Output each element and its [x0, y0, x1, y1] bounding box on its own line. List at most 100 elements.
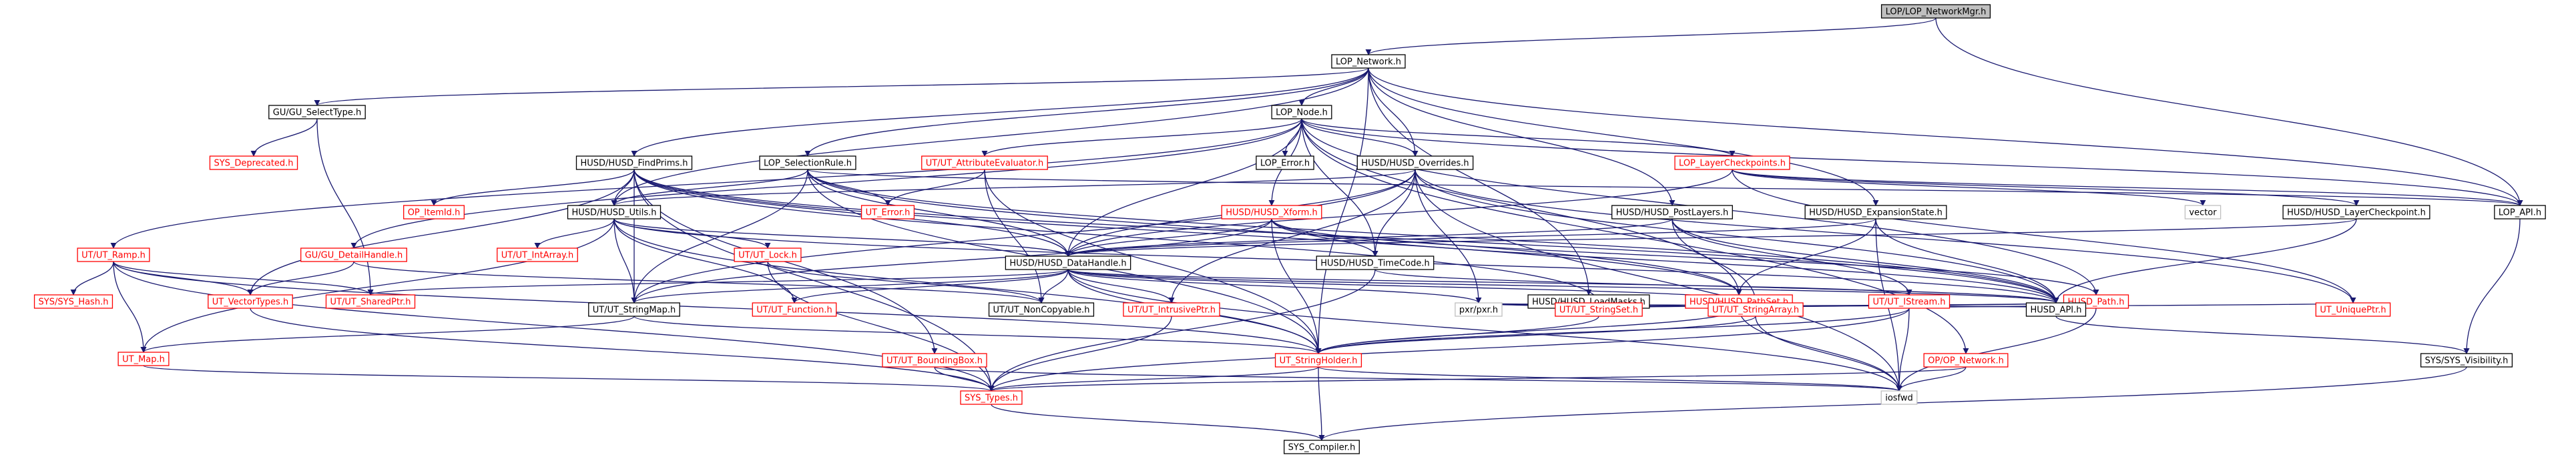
node-label: LOP_Error.h: [1260, 159, 1310, 169]
node-network[interactable]: LOP_Network.h: [1331, 54, 1406, 69]
node-label: UT/UT_StringMap.h: [593, 306, 676, 316]
node-label: UT_Map.h: [122, 355, 165, 365]
edge: [807, 169, 2523, 206]
node-layercheckpoints[interactable]: LOP_LayerCheckpoints.h: [1674, 155, 1790, 170]
node-stringholder[interactable]: UT_StringHolder.h: [1274, 353, 1362, 368]
node-label: pxr/pxr.h: [1459, 306, 1498, 316]
node-syshash[interactable]: SYS/SYS_Hash.h: [33, 294, 113, 309]
node-stringset[interactable]: UT/UT_StringSet.h: [1555, 302, 1643, 317]
edge-opnetwork-to-systypes: [989, 366, 1967, 392]
node-sharedptr[interactable]: UT/UT_SharedPtr.h: [325, 294, 416, 309]
edge: [633, 316, 1322, 354]
node-findprims[interactable]: HUSD/HUSD_FindPrims.h: [575, 155, 693, 170]
node-sysvis[interactable]: SYS/SYS_Visibility.h: [2420, 353, 2513, 368]
node-uniqueptr[interactable]: UT_UniquePtr.h: [2315, 302, 2391, 317]
node-noncopyable[interactable]: UT/UT_NonCopyable.h: [988, 302, 1095, 317]
node-box: [1880, 390, 1918, 405]
edge: [611, 169, 1416, 206]
node-stringmap[interactable]: UT/UT_StringMap.h: [588, 302, 680, 317]
edge-network-to-selectionrule: [804, 67, 1369, 157]
node-expansion[interactable]: HUSD/HUSD_ExpansionState.h: [1804, 205, 1947, 219]
node-lock[interactable]: UT/UT_Lock.h: [734, 248, 802, 262]
node-selecttype[interactable]: GU/GU_SelectType.h: [268, 105, 366, 119]
node-label: HUSD/HUSD_Utils.h: [572, 208, 657, 218]
edge: [807, 169, 2059, 304]
edge: [1732, 169, 2360, 206]
edge-stringset-to-stringholder: [1315, 316, 1599, 354]
edge-stringarray-to-iosfwd: [1755, 316, 1902, 392]
node-utils[interactable]: HUSD/HUSD_Utils.h: [567, 205, 662, 219]
node-box: [2025, 302, 2087, 317]
edge: [1271, 218, 1378, 257]
edge: [1315, 316, 1599, 354]
node-lopapi[interactable]: LOP_API.h: [2494, 205, 2546, 219]
edge-ramp-to-sharedptr: [113, 261, 374, 296]
node-husdapi[interactable]: HUSD_API.h: [2025, 302, 2087, 317]
node-selectionrule[interactable]: LOP_SelectionRule.h: [759, 155, 856, 170]
node-deprecated[interactable]: SYS_Deprecated.h: [209, 155, 298, 170]
node-mgr[interactable]: LOP/LOP_NetworkMgr.h: [1880, 4, 1991, 19]
edge-findprims-to-pathset: [633, 169, 1742, 296]
node-ramp[interactable]: UT/UT_Ramp.h: [77, 248, 150, 262]
edge: [1271, 218, 2099, 296]
edge-xform-to-datahandle: [1065, 218, 1272, 257]
edge: [984, 169, 1322, 354]
edge-network-to-node: [1298, 67, 1369, 106]
node-uterror[interactable]: UT_Error.h: [860, 205, 915, 219]
node-label: SYS_Deprecated.h: [214, 159, 293, 169]
node-syscompiler[interactable]: SYS_Compiler.h: [1284, 440, 1360, 454]
node-istream[interactable]: UT/UT_IStream.h: [1868, 294, 1951, 309]
node-detailhandle[interactable]: GU/GU_DetailHandle.h: [300, 248, 407, 262]
edge-datahandle-to-stringmap: [631, 269, 1069, 304]
node-box: [1708, 302, 1804, 317]
node-function[interactable]: UT/UT_Function.h: [752, 302, 837, 317]
node-node[interactable]: LOP_Node.h: [1271, 105, 1332, 119]
node-box: [1804, 205, 1947, 219]
edge-network-to-overrides: [1368, 67, 1419, 157]
node-box: [2315, 302, 2391, 317]
edge: [613, 218, 637, 304]
node-iosfwd[interactable]: iosfwd: [1880, 390, 1918, 405]
node-opitemid[interactable]: OP_ItemId.h: [403, 205, 465, 219]
edge: [431, 169, 635, 206]
node-datahandle[interactable]: HUSD/HUSD_DataHandle.h: [1005, 256, 1131, 270]
edge: [1738, 308, 1902, 392]
edge: [1065, 218, 1272, 257]
edge-overrides-to-pxrpxr: [1414, 169, 1482, 304]
node-vectortypes[interactable]: UT_VectorTypes.h: [208, 294, 293, 309]
node-layercheckpoint[interactable]: HUSD/HUSD_LayerCheckpoint.h: [2282, 205, 2430, 219]
node-label: UT/UT_Function.h: [756, 306, 832, 316]
node-overrides[interactable]: HUSD/HUSD_Overrides.h: [1356, 155, 1474, 170]
edge: [1315, 67, 1369, 354]
edge: [631, 169, 1416, 304]
edge-lopapi-to-sysvis: [2463, 218, 2521, 354]
node-vector[interactable]: vector: [2184, 205, 2222, 219]
edge: [1301, 118, 1742, 296]
edge-xform-to-stringholder: [1271, 218, 1322, 354]
node-label: HUSD/HUSD_TimeCode.h: [1320, 259, 1429, 269]
edge: [1875, 218, 2059, 304]
node-xform[interactable]: HUSD/HUSD_Xform.h: [1221, 205, 1322, 219]
edge: [1318, 366, 1902, 392]
node-utmap[interactable]: UT_Map.h: [117, 352, 170, 366]
node-box: [1274, 353, 1362, 368]
node-intarray[interactable]: UT/UT_IntArray.h: [497, 248, 578, 262]
node-attreval[interactable]: UT/UT_AttributeEvaluator.h: [921, 155, 1048, 170]
node-systypes[interactable]: SYS_Types.h: [960, 390, 1023, 405]
node-boundingbox[interactable]: UT/UT_BoundingBox.h: [882, 353, 987, 368]
edge: [1414, 169, 1902, 392]
edge-mgr-to-network: [1365, 17, 1937, 55]
node-box: [77, 248, 150, 262]
edge: [1896, 308, 2097, 392]
edge-overrides-to-husdapi: [1414, 169, 2059, 304]
node-intrusiveptr[interactable]: UT/UT_IntrusivePtr.h: [1123, 302, 1220, 317]
edge: [140, 218, 615, 353]
node-stringarray[interactable]: UT/UT_StringArray.h: [1708, 302, 1804, 317]
node-loperror[interactable]: LOP_Error.h: [1256, 155, 1314, 170]
node-pxrpxr[interactable]: pxr/pxr.h: [1455, 302, 1503, 317]
node-timecode[interactable]: HUSD/HUSD_TimeCode.h: [1316, 256, 1435, 270]
node-label: LOP_SelectionRule.h: [764, 159, 852, 169]
node-label: GU/GU_DetailHandle.h: [305, 251, 403, 261]
node-postlayers[interactable]: HUSD/HUSD_PostLayers.h: [1611, 205, 1733, 219]
node-opnetwork[interactable]: OP/OP_Network.h: [1923, 353, 2009, 368]
